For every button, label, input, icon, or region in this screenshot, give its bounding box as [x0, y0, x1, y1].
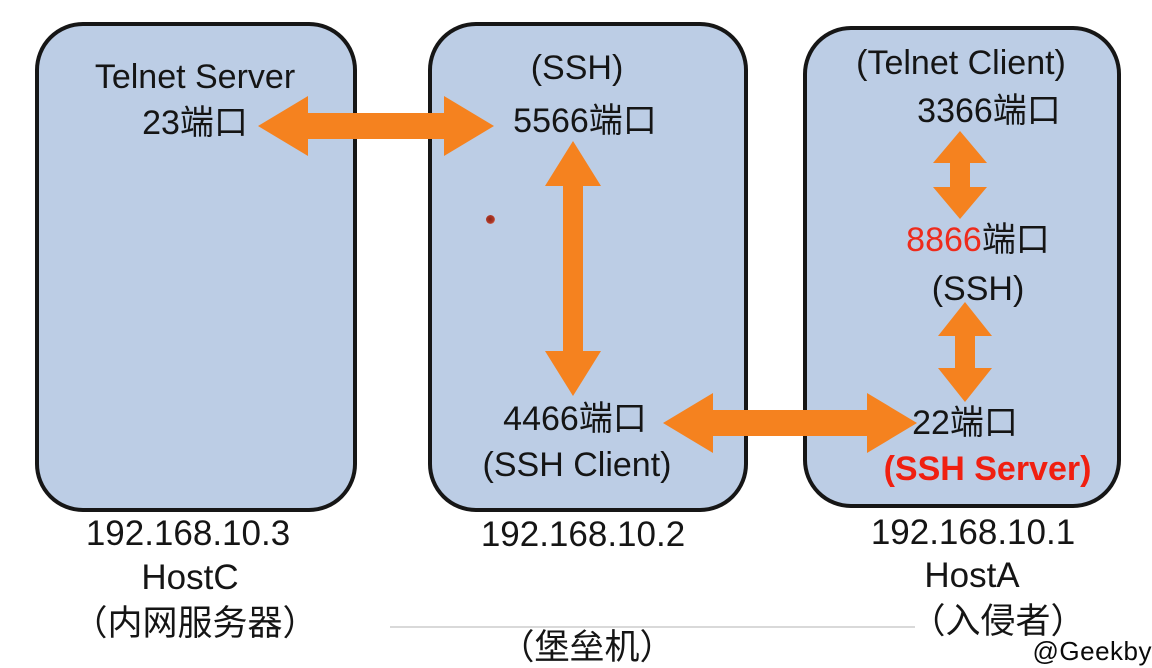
bastion-port-5566-label: 5566端口 [513, 102, 657, 140]
hosta-telnet-client-label: (Telnet Client) [856, 44, 1066, 82]
hosta-port-8866-label: 8866端口 [838, 221, 1118, 260]
bastion-role-label: （堡垒机） [499, 628, 675, 667]
hosta-port-22-label: 22端口 [912, 404, 1018, 442]
arrow-3366-8866 [933, 131, 987, 219]
hostc-ip-label: 192.168.10.3 [85, 514, 291, 553]
hosta-box [803, 26, 1121, 508]
hostc-port-23-label: 23端口 [142, 104, 248, 142]
hostc-service-label: Telnet Server [94, 58, 296, 96]
laser-pointer-dot [486, 215, 495, 224]
hostc-role-label: （内网服务器） [72, 604, 318, 643]
hosta-port-8866-number: 8866 [906, 221, 982, 259]
hosta-port-8866-suffix: 端口 [981, 221, 1050, 259]
hosta-ssh-mid-label: (SSH) [931, 270, 1025, 308]
hosta-port-3366-label: 3366端口 [917, 92, 1061, 130]
hosta-ssh-server-label: (SSH Server) [883, 450, 1092, 488]
bastion-ssh-client-label: (SSH Client) [482, 446, 672, 484]
hostc-name-label: HostC [141, 558, 239, 597]
hosta-role-label: （入侵者） [910, 602, 1086, 641]
arrow-23-5566 [258, 96, 494, 156]
hosta-ip-label: 192.168.10.1 [870, 513, 1076, 552]
bastion-ip-label: 192.168.10.2 [480, 515, 686, 554]
arrow-8866-22 [938, 302, 992, 402]
bastion-port-4466-label: 4466端口 [503, 400, 647, 438]
watermark-geekby: @Geekby [1032, 636, 1152, 666]
arrow-5566-4466 [545, 141, 601, 396]
hosta-name-label: HostA [924, 556, 1020, 595]
arrow-4466-22 [663, 393, 917, 453]
bastion-ssh-top-label: (SSH) [530, 49, 624, 87]
divider-line [390, 626, 915, 628]
